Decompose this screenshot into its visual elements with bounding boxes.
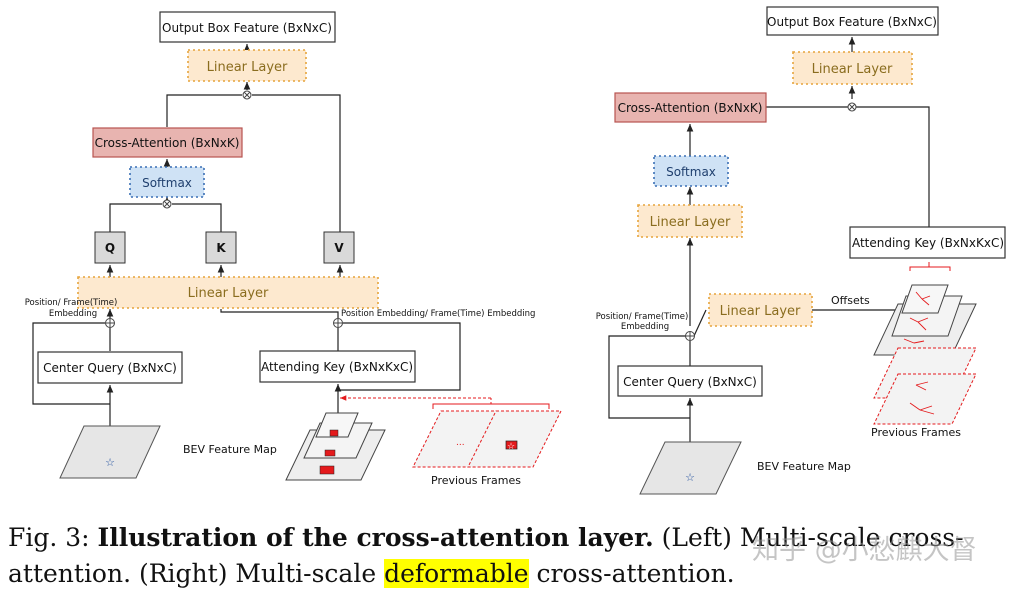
right-linear-top — [792, 51, 913, 85]
right-pos-embed-line2: Embedding — [621, 322, 669, 332]
combine-node-softmax — [162, 199, 172, 209]
right-output-box — [766, 6, 939, 36]
figure-caption: Fig. 3: Illustration of the cross-attent… — [8, 520, 1028, 592]
left-bev-plane — [59, 425, 161, 479]
left-cross-attention-label: Cross-Attention (BxNxK) — [95, 136, 240, 150]
right-previous-frames-label: Previous Frames — [871, 426, 961, 439]
left-attending-key-label: Attending Key (BxNxKxC) — [261, 360, 413, 374]
right-cross-attention-label: Cross-Attention (BxNxK) — [618, 101, 763, 115]
left-cross-attention — [92, 127, 243, 158]
left-center-query-label: Center Query (BxNxC) — [43, 361, 177, 375]
left-output-box-label: Output Box Feature (BxNxC) — [162, 21, 332, 35]
right-offset-arrows — [903, 291, 935, 415]
right-softmax-label: Softmax — [666, 165, 716, 179]
left-previous-patch — [505, 440, 518, 450]
left-center-query — [37, 351, 183, 384]
right-linear-offsets — [708, 293, 813, 327]
caption-highlight: deformable — [384, 559, 529, 588]
watermark: 知乎 @小愁麒大督 — [752, 535, 977, 566]
right-attending-key-label: Attending Key (BxNxKxC) — [852, 236, 1004, 250]
plus-node-right — [333, 318, 343, 328]
right-combine-node — [847, 102, 857, 112]
right-offsets-label: Offsets — [831, 294, 870, 307]
left-previous-star-icon: ☆ — [507, 441, 515, 451]
left-diagram: Output Box Feature (BxNxC) Linear Layer … — [25, 11, 562, 487]
left-v-box — [323, 231, 355, 264]
left-pos-embed-right: Position Embedding/ Frame(Time) Embeddin… — [341, 309, 535, 319]
left-linear-mid-label: Linear Layer — [188, 286, 269, 301]
right-attending-key — [849, 226, 1006, 259]
left-patch-medium — [324, 449, 336, 457]
left-pos-embed-line1: Position/ Frame(Time) — [25, 298, 118, 308]
right-softmax — [653, 155, 729, 187]
left-previous-frames: ... ☆ — [340, 395, 562, 468]
caption-bold-title: Illustration of the cross-attention laye… — [97, 523, 654, 552]
left-attending-key — [259, 350, 416, 383]
left-softmax — [129, 166, 205, 198]
right-multiscale-stack — [873, 262, 977, 425]
right-bev-plane — [639, 441, 742, 495]
caption-prefix: Fig. 3: — [8, 523, 98, 552]
right-linear-mid — [637, 204, 743, 238]
left-q-box — [94, 231, 126, 264]
left-v-label: V — [334, 241, 344, 255]
right-linear-offsets-label: Linear Layer — [720, 304, 801, 319]
left-linear-mid — [77, 276, 379, 309]
left-k-box — [205, 231, 237, 264]
right-diagram: Output Box Feature (BxNxC) Linear Layer … — [596, 6, 1006, 495]
right-cross-attention — [614, 92, 767, 123]
right-output-box-label: Output Box Feature (BxNxC) — [767, 15, 937, 29]
right-query-star-icon: ☆ — [685, 472, 695, 484]
left-q-label: Q — [105, 241, 115, 255]
left-query-star-icon: ☆ — [105, 457, 115, 469]
left-patch-small — [329, 429, 339, 437]
right-linear-mid-label: Linear Layer — [650, 215, 731, 230]
left-multiscale-stack — [285, 412, 386, 481]
right-center-query — [617, 365, 763, 397]
left-k-label: K — [216, 241, 226, 255]
caption-text-2: cross-attention. — [528, 559, 735, 588]
plus-node-left — [105, 318, 115, 328]
left-frames-dots: ... — [456, 438, 465, 448]
left-linear-top — [187, 49, 307, 82]
right-plus-node — [685, 331, 695, 341]
left-output-box — [159, 11, 336, 43]
left-pos-embed-line2: Embedding — [49, 309, 97, 319]
left-patch-large — [319, 465, 335, 475]
left-bev-label: BEV Feature Map — [183, 443, 277, 456]
right-bev-label: BEV Feature Map — [757, 460, 851, 473]
right-center-query-label: Center Query (BxNxC) — [623, 375, 757, 389]
left-linear-top-label: Linear Layer — [207, 60, 288, 75]
left-softmax-label: Softmax — [142, 176, 192, 190]
left-previous-frames-label: Previous Frames — [431, 474, 521, 487]
caption-text-1: (Left) Multi-scale cross-attention. (Rig… — [8, 523, 964, 588]
right-pos-embed-line1: Position/ Frame(Time) — [596, 312, 689, 322]
right-linear-top-label: Linear Layer — [812, 62, 893, 77]
combine-node-top — [242, 90, 252, 100]
